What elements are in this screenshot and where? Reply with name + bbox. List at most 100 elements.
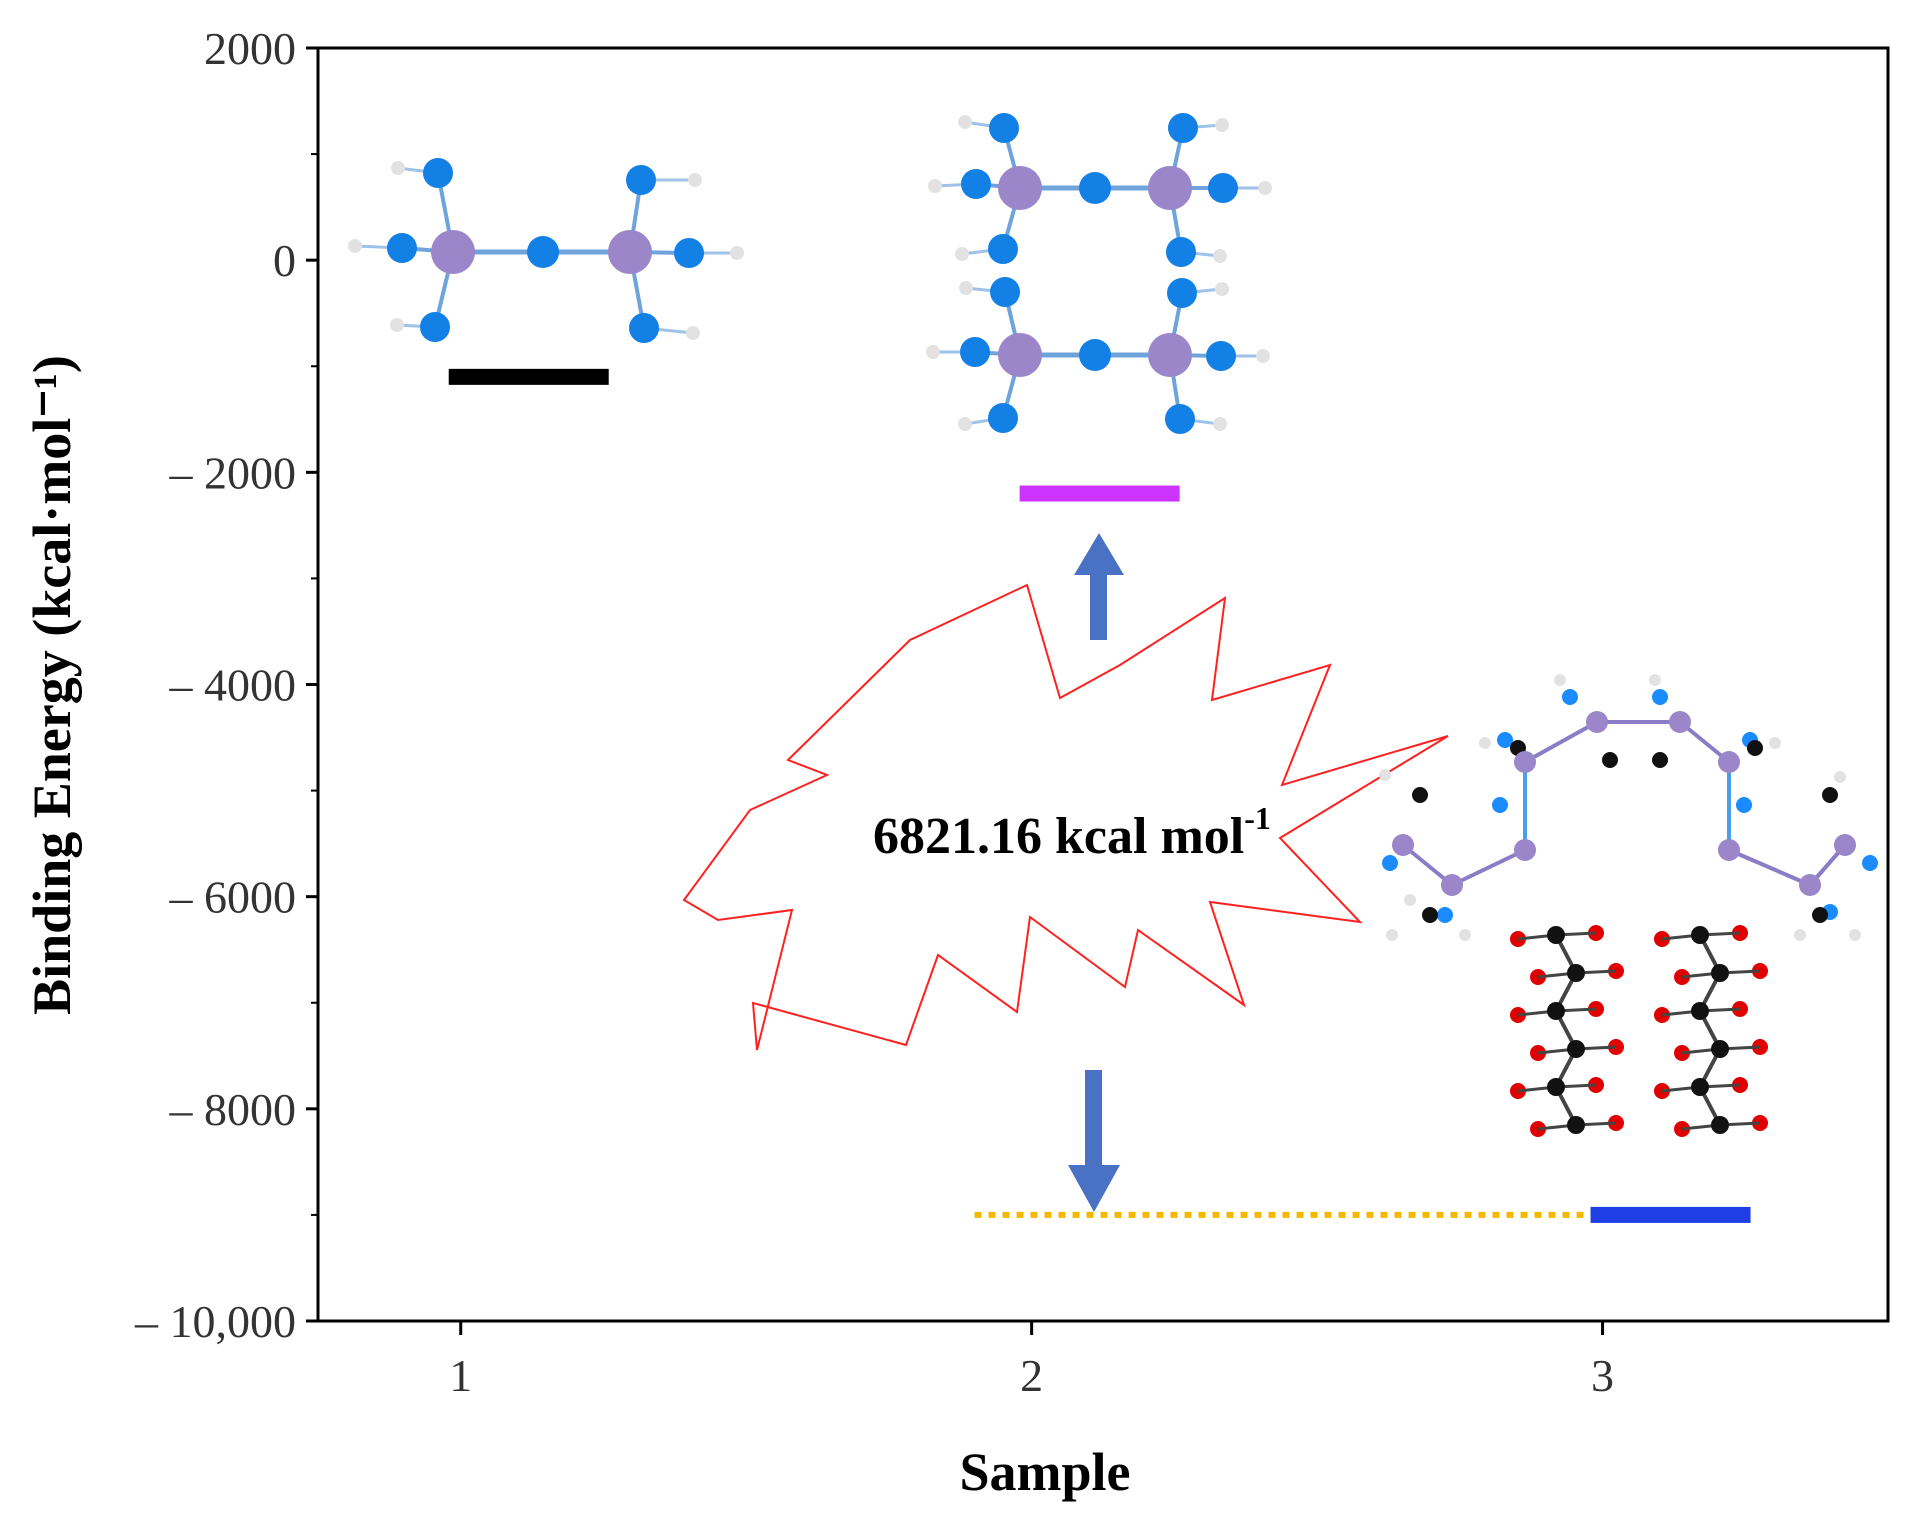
y-tick-label: – 2000 [169, 447, 297, 498]
carbon-atom [1567, 1116, 1585, 1134]
hydrogen-atom [688, 173, 702, 187]
hydrogen-atom [926, 345, 940, 359]
nitrogen-atom [1079, 172, 1111, 204]
metal-atom [1148, 333, 1192, 377]
nitrogen-atom [1168, 113, 1198, 143]
carbon-atom [1547, 1078, 1565, 1096]
nitrogen-atom [1167, 278, 1197, 308]
carbon-atom [1412, 787, 1428, 803]
bond [1451, 848, 1526, 887]
metal-atom [1392, 834, 1414, 856]
x-tick-label: 1 [449, 1350, 472, 1401]
nitrogen-atom [527, 236, 559, 268]
hydrogen-atom [1213, 249, 1227, 263]
hydrogen-atom [730, 246, 744, 260]
x-tick-label: 2 [1020, 1350, 1043, 1401]
metal-atom [998, 166, 1042, 210]
y-axis-title: Binding Energy (kcal·mol⁻¹) [22, 355, 82, 1015]
nitrogen-atom [1497, 732, 1513, 748]
data-marker-2 [1019, 485, 1180, 502]
nitrogen-atom [674, 238, 704, 268]
nitrogen-atom [1736, 797, 1752, 813]
data-marker-3 [1590, 1206, 1751, 1223]
nitrogen-atom [1079, 339, 1111, 371]
hydrogen-atom [1794, 929, 1806, 941]
hydrogen-atom [1554, 674, 1566, 686]
bond [1524, 720, 1598, 764]
nitrogen-atom [1166, 237, 1196, 267]
hydrogen-atom [1386, 929, 1398, 941]
nitrogen-atom [423, 158, 453, 188]
annotation-label: 6821.16 kcal mol-1 [873, 800, 1271, 865]
metal-atom [1834, 834, 1856, 856]
x-tick-label: 3 [1591, 1350, 1614, 1401]
hydrogen-atom [1215, 282, 1229, 296]
down-arrow-icon [1068, 1070, 1120, 1212]
carbon-atom [1602, 752, 1618, 768]
hydrogen-atom [1769, 737, 1781, 749]
nitrogen-atom [1652, 689, 1668, 705]
carbon-atom [1547, 926, 1565, 944]
nitrogen-atom [989, 113, 1019, 143]
hydrogen-atom [1258, 181, 1272, 195]
carbon-atom [1711, 1116, 1729, 1134]
up-arrow-icon [1074, 533, 1124, 640]
hydrogen-atom [1379, 769, 1391, 781]
hydrogen-atom [1215, 118, 1229, 132]
carbon-atom [1567, 964, 1585, 982]
metal-atom [608, 230, 652, 274]
hydrogen-atom [390, 318, 404, 332]
molecule-structure-1 [348, 158, 744, 343]
carbon-atom [1691, 1002, 1709, 1020]
metal-atom [1799, 874, 1821, 896]
nitrogen-atom [1208, 173, 1238, 203]
y-tick-label: – 4000 [169, 660, 297, 711]
metal-atom [1586, 711, 1608, 733]
nitrogen-atom [626, 165, 656, 195]
hydrogen-atom [686, 326, 700, 340]
hydrogen-atom [959, 281, 973, 295]
nitrogen-atom [990, 277, 1020, 307]
x-axis: 1 2 3 [449, 1321, 1614, 1401]
hydrogen-atom [348, 239, 362, 253]
nitrogen-atom [1382, 855, 1398, 871]
nitrogen-atom [387, 233, 417, 263]
y-tick-label: – 8000 [169, 1084, 297, 1135]
hydrogen-atom [958, 115, 972, 129]
nitrogen-atom [960, 337, 990, 367]
nitrogen-atom [1862, 855, 1878, 871]
nitrogen-atom [1165, 404, 1195, 434]
annotation-superscript: -1 [1244, 800, 1271, 836]
carbon-atom [1547, 1002, 1565, 1020]
metal-atom [1718, 839, 1740, 861]
hydrogen-atom [1834, 771, 1846, 783]
annotation-value: 6821.16 kcal mol [873, 808, 1244, 865]
burst-outline [682, 583, 1449, 1051]
hydrogen-atom [955, 247, 969, 261]
metal-atom [1148, 166, 1192, 210]
carbon-atom [1652, 752, 1668, 768]
carbon-atom [1691, 926, 1709, 944]
carbon-atom [1711, 964, 1729, 982]
metal-atom [1514, 839, 1536, 861]
molecule-structure-2 [926, 113, 1272, 434]
metal-atom [998, 333, 1042, 377]
hydrogen-atom [391, 161, 405, 175]
hydrogen-atom [928, 179, 942, 193]
nitrogen-atom [988, 234, 1018, 264]
data-marker-1 [448, 368, 609, 385]
y-tick-label: 0 [273, 235, 296, 286]
hydrogen-atom [1649, 674, 1661, 686]
metal-atom [431, 230, 475, 274]
carbon-atom [1711, 1040, 1729, 1058]
molecule-structure-3 [1379, 674, 1878, 1137]
carbon-atom [1422, 907, 1438, 923]
x-axis-title: Sample [959, 1442, 1130, 1502]
hydrogen-atom [1213, 417, 1227, 431]
metal-atom [1441, 874, 1463, 896]
hydrogen-atom [1459, 929, 1471, 941]
nitrogen-atom [629, 313, 659, 343]
nitrogen-atom [988, 403, 1018, 433]
